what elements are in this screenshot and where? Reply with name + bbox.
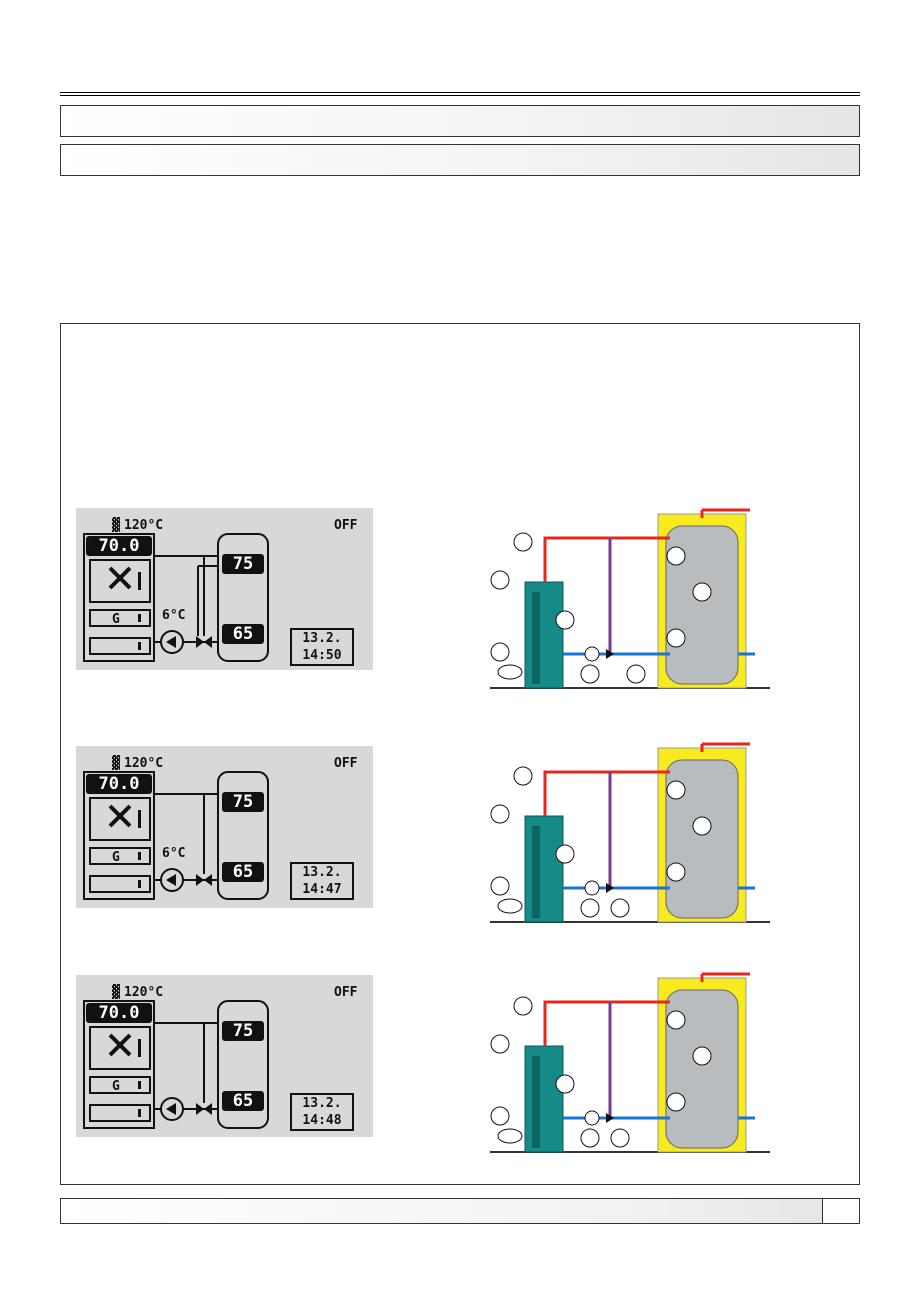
boiler-unit [524,1045,564,1153]
valve-icon [606,649,614,659]
mode-label: G [112,850,120,865]
status-label: OFF [334,756,358,771]
pump-icon [584,646,600,662]
lcd-diagram [83,533,269,662]
storage-tank [665,989,739,1149]
valve-icon [196,1103,204,1115]
storage-tank [665,759,739,919]
time: 14:47 [302,882,342,897]
content-frame [60,323,860,1185]
expansion-vessel-icon [497,898,523,914]
footer-divider [822,1199,823,1223]
hot-flow-pipe [543,536,670,582]
boiler-max-temp: 120°C [124,985,164,1000]
expansion-vessel-icon [497,664,523,680]
header-rule [60,92,860,93]
lcd-diagram [83,771,269,900]
hydraulic-schematic-1 [490,508,770,689]
datetime-box: 13.2. 14:50 [290,628,354,666]
boiler-unit [524,815,564,923]
expansion-vessel-icon [497,1128,523,1144]
boiler-max-temp: 120°C [124,756,164,771]
boiler-max-temp: 120°C [124,518,164,533]
valve-icon [606,1113,614,1123]
storage-tank [665,525,739,685]
lcd-screen-3: ▓ 120°C OFF 70.0 75 65 G 13.2. 14:48 [76,975,373,1137]
date: 13.2. [302,865,342,880]
lcd-screen-1: ▓ 120°C OFF 70.0 75 65 6°C G 13.2. 14:50 [76,508,373,670]
fan-icon [108,1033,132,1057]
valve-icon [196,636,204,648]
date: 13.2. [302,631,342,646]
pump-icon [584,1110,600,1126]
datetime-box: 13.2. 14:47 [290,862,354,900]
valve-icon [606,883,614,893]
tank-top-temp: 75 [222,792,264,812]
thermometer-icon: ▓ [112,756,120,771]
hydraulic-schematic-2 [490,742,770,923]
hydraulic-schematic-3 [490,972,770,1153]
datetime-box: 13.2. 14:48 [290,1093,354,1131]
page-number-box [823,1199,859,1223]
title-bar [60,105,860,137]
subtitle-bar [60,144,860,176]
tank-bottom-temp: 65 [222,862,264,882]
time: 14:48 [302,1113,342,1128]
mode-label: G [112,1079,120,1094]
header-rule-2 [60,95,860,96]
status-label: OFF [334,518,358,533]
boiler-unit [524,581,564,689]
lcd-diagram [83,1000,269,1129]
boiler-temp: 70.0 [86,774,152,794]
time: 14:50 [302,648,342,663]
valve-icon [196,874,204,886]
footer-bar [60,1198,860,1224]
boiler-temp: 70.0 [86,536,152,556]
pump-temp: 6°C [162,608,186,623]
tank-bottom-temp: 65 [222,1091,264,1111]
boiler-temp: 70.0 [86,1003,152,1023]
status-label: OFF [334,985,358,1000]
thermometer-icon: ▓ [112,985,120,1000]
tank-top-temp: 75 [222,1021,264,1041]
mode-label: G [112,612,120,627]
date: 13.2. [302,1096,342,1111]
tank-top-temp: 75 [222,554,264,574]
pump-temp: 6°C [162,846,186,861]
lcd-screen-2: ▓ 120°C OFF 70.0 75 65 6°C G 13.2. 14:47 [76,746,373,908]
tank-bottom-temp: 65 [222,624,264,644]
thermometer-icon: ▓ [112,518,120,533]
fan-icon [108,566,132,590]
fan-icon [108,804,132,828]
pump-icon [584,880,600,896]
